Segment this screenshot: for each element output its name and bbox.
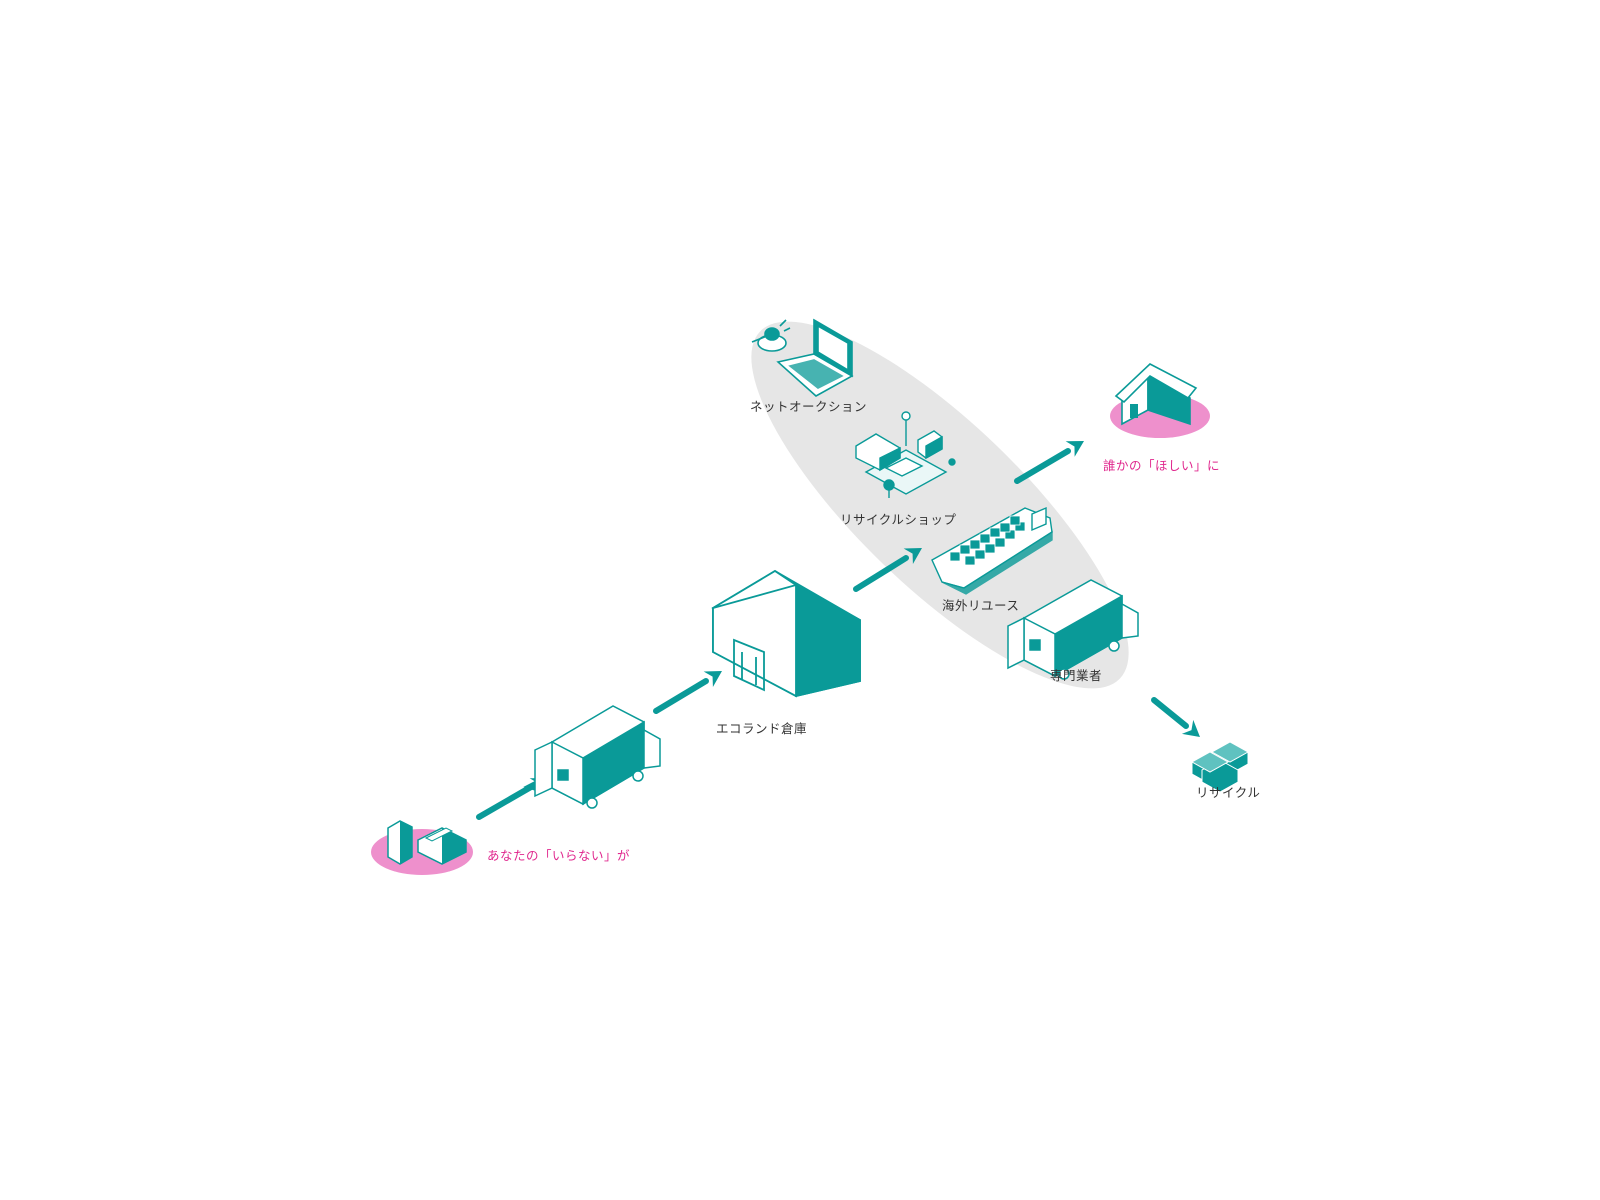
source-items — [371, 820, 473, 875]
arrow-icon — [476, 448, 1189, 820]
truck-icon — [534, 705, 661, 809]
truck-icon — [1007, 579, 1139, 680]
house-icon — [1110, 363, 1210, 438]
destination-label: 誰かの「ほしい」に — [1103, 458, 1221, 473]
distribution-area — [751, 321, 1129, 689]
source-label: あなたの「いらない」が — [487, 848, 631, 863]
recycle-shop-label: リサイクルショップ — [840, 512, 957, 527]
ship-icon — [931, 506, 1053, 595]
recycle-blocks-icon — [1190, 741, 1250, 793]
net-auction-label: ネットオークション — [750, 399, 868, 414]
sofa-icon — [417, 827, 467, 865]
furniture-room-icon — [855, 411, 956, 498]
appliance-icon — [387, 820, 413, 865]
warehouse-label: エコランド倉庫 — [716, 721, 808, 736]
recycle-label: リサイクル — [1196, 785, 1261, 800]
auction-gavel-icon — [751, 319, 791, 352]
laptop-icon — [776, 318, 854, 397]
specialist-label: 専門業者 — [1050, 668, 1103, 683]
overseas-reuse-label: 海外リユース — [942, 598, 1020, 613]
warehouse-icon — [711, 569, 861, 698]
